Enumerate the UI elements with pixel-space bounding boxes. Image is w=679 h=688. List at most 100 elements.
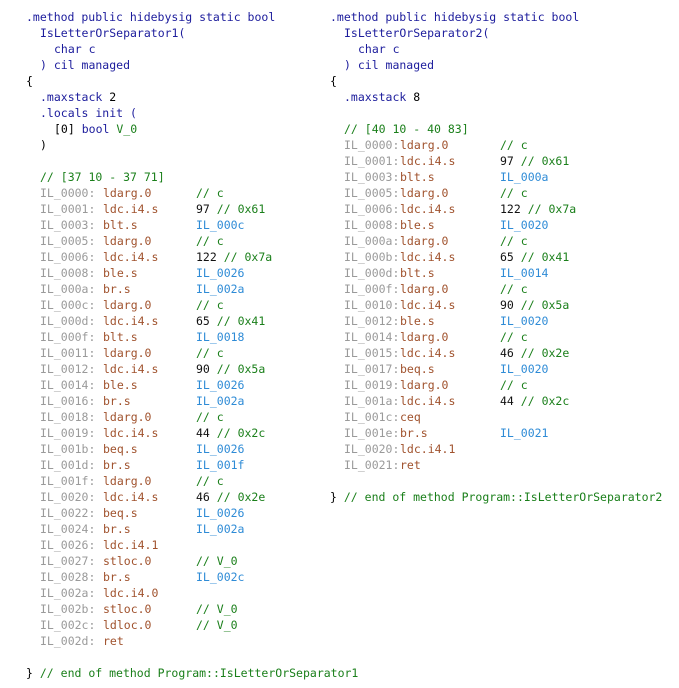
local-var-line: [0] bool V_0 xyxy=(26,121,326,137)
operand-number: 65 // 0x41 xyxy=(500,249,569,265)
opcode: ldarg.0 xyxy=(400,234,449,248)
instruction-row: IL_000b:ldc.i4.s 65 // 0x41 xyxy=(330,249,679,265)
opcode: blt.s xyxy=(103,330,138,344)
end-comment: // end of method Program::IsLetterOrSepa… xyxy=(39,666,359,680)
opcode: ldarg.0 xyxy=(400,138,449,152)
il-offset-label: IL_0020: xyxy=(40,490,96,504)
opcode: br.s xyxy=(103,458,131,472)
opcode: br.s xyxy=(103,394,131,408)
opcode: ldarg.0 xyxy=(103,346,152,360)
opcode: ldc.i4.0 xyxy=(103,586,159,600)
il-offset-label: IL_002b: xyxy=(40,602,96,616)
method-block-right: .method public hidebysig static bool IsL… xyxy=(330,9,679,505)
opcode: ldarg.0 xyxy=(400,378,449,392)
opcode: ldc.i4.s xyxy=(103,426,159,440)
il-offset-label: IL_001a: xyxy=(344,394,400,408)
branch-target: IL_0026 xyxy=(196,378,245,392)
opcode: ldc.i4.s xyxy=(103,314,159,328)
maxstack-keyword: .maxstack xyxy=(40,90,103,104)
il-offset-label: IL_0014: xyxy=(344,330,400,344)
opcode: ldc.i4.s xyxy=(400,202,456,216)
il-offset-label: IL_0019: xyxy=(40,426,96,440)
branch-target: IL_002a xyxy=(196,522,245,536)
opcode: ldarg.0 xyxy=(103,298,152,312)
instruction-row: IL_0020:ldc.i4.1 xyxy=(330,441,679,457)
il-offset-label: IL_0011: xyxy=(40,346,96,360)
operand-hex-comment: // 0x2e xyxy=(216,490,266,504)
opcode: blt.s xyxy=(400,266,435,280)
operand-number: 46 // 0x2e xyxy=(196,489,265,505)
operand-hex-comment: // 0x41 xyxy=(216,314,266,328)
operand-value: 65 xyxy=(500,250,514,264)
opcode: ret xyxy=(400,458,421,472)
branch-target: IL_002a xyxy=(196,282,245,296)
il-offset-label: IL_0017: xyxy=(344,362,400,376)
operand-number: 44 // 0x2c xyxy=(196,425,265,441)
instruction-row: IL_002c:ldloc.0// V_0 xyxy=(26,617,326,633)
il-offset-label: IL_000a: xyxy=(344,234,400,248)
instruction-row: IL_000f:ldarg.0// c xyxy=(330,281,679,297)
il-offset-label: IL_001b: xyxy=(40,442,96,456)
il-offset-label: IL_002a: xyxy=(40,586,96,600)
operand-value: 97 xyxy=(500,154,514,168)
il-offset-label: IL_002d: xyxy=(40,634,96,648)
end-comment: // end of method Program::IsLetterOrSepa… xyxy=(343,490,663,504)
branch-target: IL_002a xyxy=(196,394,245,408)
operand-hex-comment: // 0x5a xyxy=(520,298,570,312)
operand-comment: // c xyxy=(500,234,528,248)
opcode: blt.s xyxy=(400,170,435,184)
il-offset-label: IL_000b: xyxy=(344,250,400,264)
instruction-row: IL_002d: ret xyxy=(26,633,326,649)
method-param: char c xyxy=(330,41,679,57)
opcode: ldarg.0 xyxy=(103,474,152,488)
branch-target: IL_000c xyxy=(196,218,245,232)
opcode: ldc.i4.s xyxy=(400,250,456,264)
opcode: ldc.i4.s xyxy=(103,362,159,376)
opcode: ret xyxy=(103,634,124,648)
operand-comment: // c xyxy=(196,186,224,200)
il-offset-label: IL_0000: xyxy=(40,186,96,200)
operand-comment: // c xyxy=(196,298,224,312)
il-offset-label: IL_0005: xyxy=(40,234,96,248)
il-offset-label: IL_0019: xyxy=(344,378,400,392)
il-offset-label: IL_0006: xyxy=(40,250,96,264)
operand-value: 46 xyxy=(500,346,514,360)
method-name: IsLetterOrSeparator2( xyxy=(344,26,490,40)
il-offset-label: IL_0028: xyxy=(40,570,96,584)
operand-comment: // c xyxy=(196,346,224,360)
opcode: br.s xyxy=(400,426,428,440)
il-offset-label: IL_000d: xyxy=(40,314,96,328)
opcode: ldc.i4.s xyxy=(400,346,456,360)
il-offset-label: IL_0003: xyxy=(344,170,400,184)
il-offset-label: IL_0005: xyxy=(344,186,400,200)
opcode: blt.s xyxy=(103,218,138,232)
il-offset-label: IL_0008: xyxy=(344,218,400,232)
il-offset-label: IL_001c: xyxy=(344,410,400,424)
il-offset-label: IL_000d: xyxy=(344,266,400,280)
il-offset-label: IL_001e: xyxy=(344,426,400,440)
operand-comment: // V_0 xyxy=(196,602,238,616)
il-offset-label: IL_001f: xyxy=(40,474,96,488)
il-offset-label: IL_000f: xyxy=(344,282,400,296)
il-offset-label: IL_0022: xyxy=(40,506,96,520)
instruction-row: IL_002a: ldc.i4.0 xyxy=(26,585,326,601)
opcode: ble.s xyxy=(400,218,435,232)
instruction-row: IL_0005:ldarg.0// c xyxy=(26,233,326,249)
local-name: V_0 xyxy=(116,122,138,136)
instruction-row: IL_0027:stloc.0// V_0 xyxy=(26,553,326,569)
instruction-row: IL_0000:ldarg.0// c xyxy=(26,185,326,201)
il-offset-label: IL_0016: xyxy=(40,394,96,408)
operand-hex-comment: // 0x2c xyxy=(520,394,570,408)
